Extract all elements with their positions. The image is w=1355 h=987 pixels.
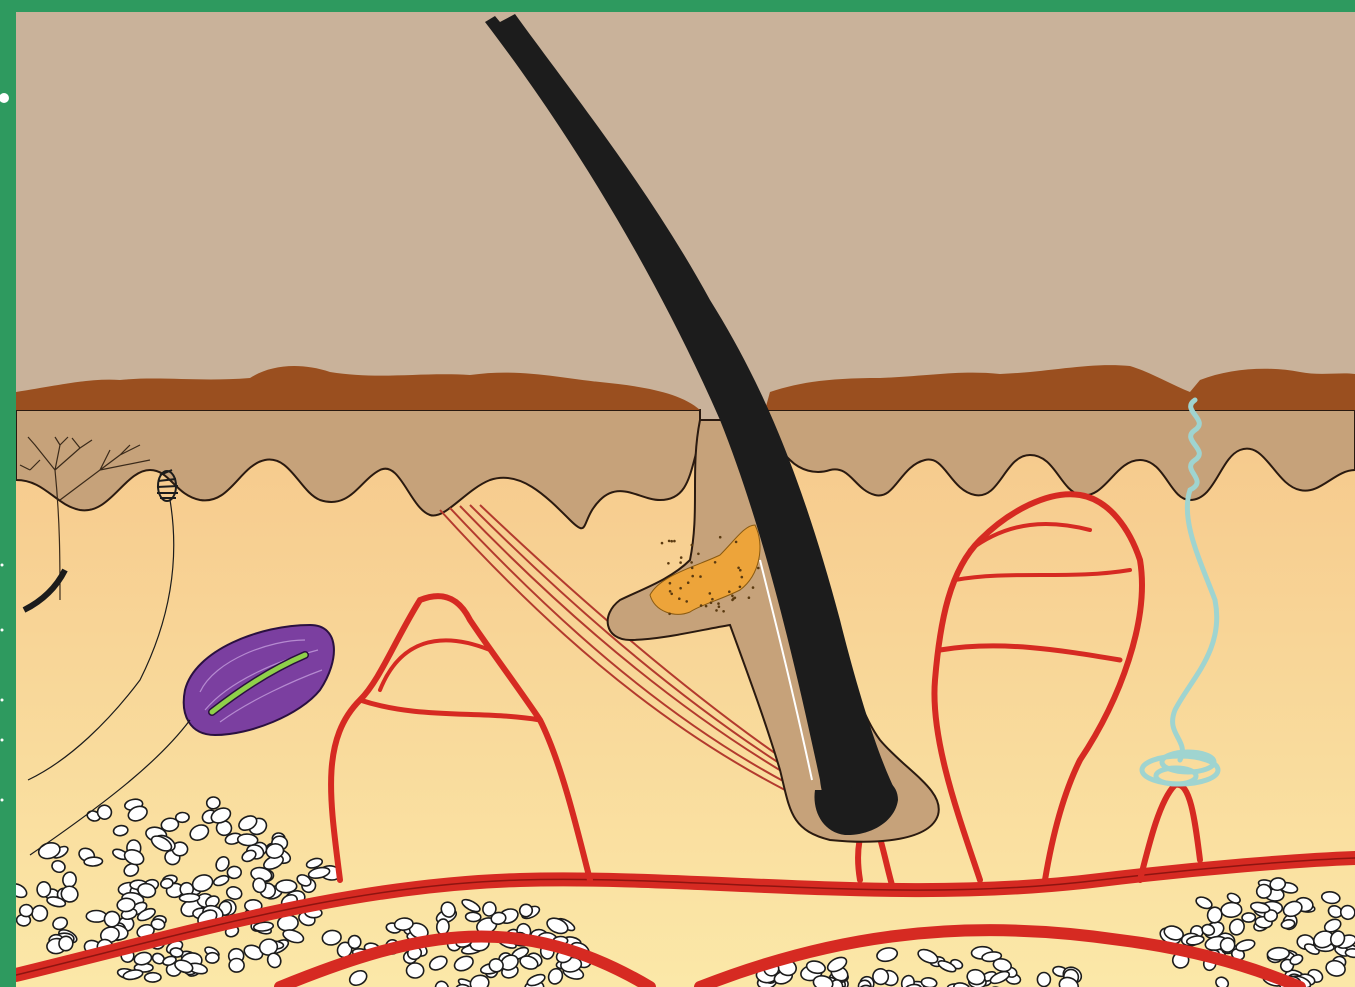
sebum-dot <box>661 542 664 545</box>
sebum-dot <box>731 599 734 602</box>
sebum-dot <box>678 597 681 600</box>
fat-cell <box>145 973 162 983</box>
fat-cell <box>59 936 74 951</box>
sebum-dot <box>687 581 690 584</box>
sebum-dot <box>669 582 672 585</box>
fat-cell <box>205 952 219 963</box>
sebum-dot <box>752 586 755 589</box>
sebum-dot <box>679 561 682 564</box>
sebum-dot <box>757 567 760 570</box>
fat-cell <box>1242 913 1256 923</box>
sebum-dot <box>700 604 703 607</box>
sebum-dot <box>668 613 671 616</box>
sebum-dot <box>710 601 713 604</box>
sebum-dot <box>741 576 744 579</box>
fat-cell <box>348 935 361 948</box>
title-bar <box>0 0 1355 12</box>
sebum-dot <box>718 605 721 608</box>
sebum-dot <box>673 540 676 543</box>
sebum-dot <box>691 575 694 578</box>
sebum-dot <box>714 561 717 564</box>
sebum-dot <box>739 586 742 589</box>
fat-cell <box>237 833 258 846</box>
sebum-dot <box>734 597 737 600</box>
skin-diagram <box>16 12 1355 987</box>
fat-cell <box>117 898 136 912</box>
fat-cell <box>1256 884 1271 898</box>
sebum-dot <box>680 556 683 559</box>
sebum-dot <box>670 593 673 596</box>
fat-cell <box>227 866 242 879</box>
sebum-dot <box>728 590 731 593</box>
fat-cell <box>86 910 106 922</box>
sebum-dot <box>731 595 734 598</box>
fat-cell <box>84 857 103 867</box>
fat-cell <box>1037 972 1050 986</box>
sebum-dot <box>715 609 718 612</box>
sebum-dot <box>735 541 738 544</box>
sebum-dot <box>717 602 720 605</box>
skin-cross-section <box>16 12 1355 987</box>
sebum-dot <box>722 610 725 613</box>
fat-cell <box>406 963 423 978</box>
sebum-dot <box>691 544 694 547</box>
fat-cell <box>37 882 51 898</box>
sebum-dot <box>739 569 742 572</box>
sebum-dot <box>737 567 740 570</box>
sebum-dot <box>709 592 712 595</box>
sebum-dot <box>679 587 682 590</box>
fat-cell <box>206 797 220 810</box>
sebum-dot <box>670 540 673 543</box>
sebum-dot <box>668 540 671 543</box>
fat-cell <box>1221 902 1242 918</box>
sebum-dot <box>711 598 714 601</box>
sebum-dot <box>669 590 672 593</box>
sebum-dot <box>748 596 751 599</box>
sebum-dot <box>685 600 688 603</box>
fat-cell <box>229 958 244 972</box>
frame-edge <box>0 0 16 987</box>
sebum-dot <box>699 575 702 578</box>
sebum-dot <box>697 553 700 556</box>
fat-cell <box>19 904 33 917</box>
sebum-dot <box>719 536 722 539</box>
sebum-dot <box>690 561 693 564</box>
fat-cell <box>465 912 481 922</box>
sebum-dot <box>667 562 670 565</box>
fat-cell <box>179 893 199 902</box>
sebum-dot <box>705 605 708 608</box>
sebum-dot <box>691 567 694 570</box>
